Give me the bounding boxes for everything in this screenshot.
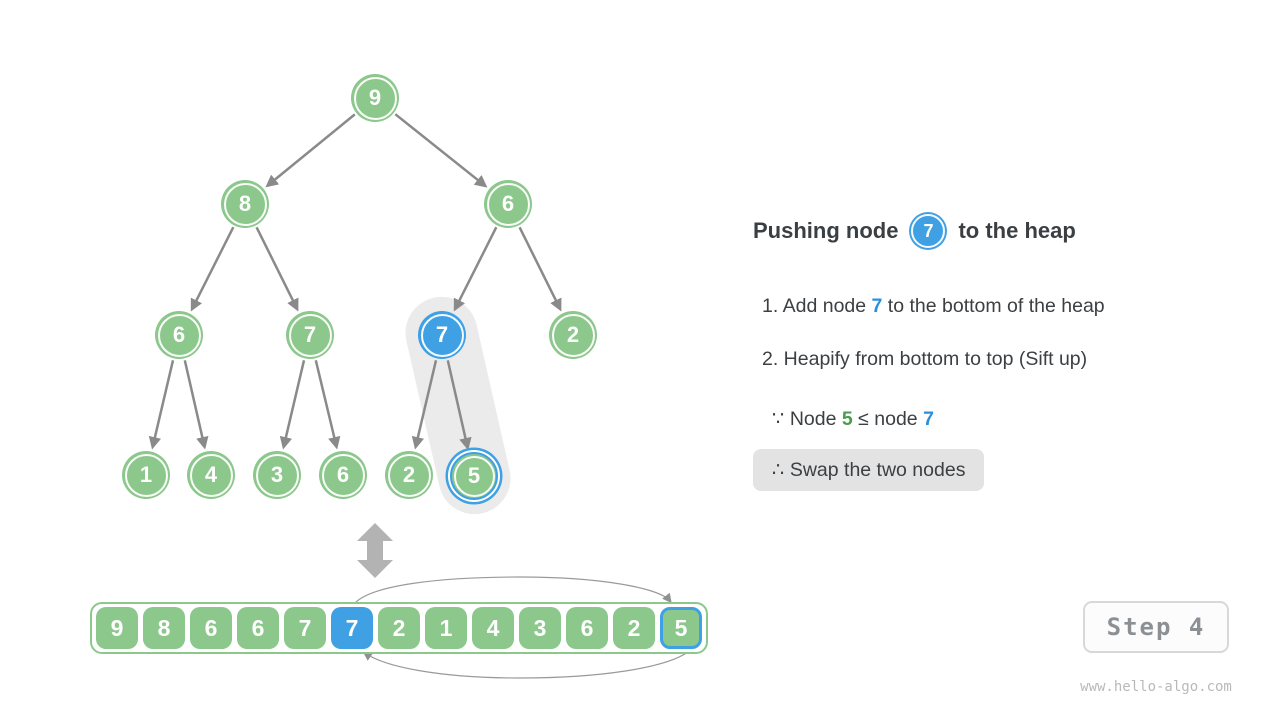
tree-node-value: 8	[238, 191, 252, 216]
array-cell-value: 1	[439, 614, 453, 641]
tree-node: 1	[122, 451, 170, 499]
tree-node-value: 7	[303, 322, 317, 347]
tree-node: 2	[385, 451, 433, 499]
array-cell-value: 9	[110, 614, 124, 641]
tree-node-value: 2	[402, 462, 416, 487]
array-cell-value: 6	[204, 614, 218, 641]
step-item-1-post: to the bottom of the heap	[882, 295, 1105, 317]
heap-array: 9 8 6 6 7 7 2 1 4 3 6 2 5	[90, 602, 708, 654]
step-item-1: 1. Add node 7 to the bottom of the heap	[762, 295, 1105, 318]
because-green-value: 5	[841, 408, 853, 430]
array-cell-value: 6	[251, 614, 265, 641]
array-cell-value: 7	[345, 614, 359, 641]
tree-node-pushed: 7	[418, 311, 466, 359]
array-cell: 8	[143, 607, 185, 649]
tree-node-value: 3	[270, 462, 284, 487]
tree-node-value: 6	[336, 462, 350, 487]
pushed-node-value: 7	[923, 220, 934, 241]
panel-title-post: to the heap	[958, 218, 1076, 243]
panel-title-pre: Pushing node	[753, 218, 899, 243]
array-cell: 6	[237, 607, 279, 649]
array-cell: 6	[190, 607, 232, 649]
step-item-1-pre: 1. Add node	[762, 295, 872, 317]
tree-node-value: 9	[368, 85, 382, 110]
tree-node: 3	[253, 451, 301, 499]
array-cell: 7	[284, 607, 326, 649]
array-cell: 1	[425, 607, 467, 649]
tree-node: 4	[187, 451, 235, 499]
tree-node-swap-target: 5	[450, 452, 498, 500]
because-line: ∵ Node 5 ≤ node 7	[772, 407, 934, 431]
step-indicator-label: Step 4	[1106, 613, 1206, 641]
tree-node-value: 7	[435, 322, 449, 347]
array-cell: 2	[613, 607, 655, 649]
tree-node: 8	[221, 180, 269, 228]
array-cell-value: 7	[298, 614, 312, 641]
tree-node: 6	[484, 180, 532, 228]
array-cell: 9	[96, 607, 138, 649]
watermark: www.hello-algo.com	[1080, 679, 1232, 695]
tree-node: 9	[351, 74, 399, 122]
array-cell-value: 6	[580, 614, 594, 641]
tree-node-value: 2	[566, 322, 580, 347]
tree-array-sync-arrow	[357, 523, 393, 578]
tree-node: 6	[155, 311, 203, 359]
therefore-text: ∴ Swap the two nodes	[772, 459, 966, 481]
array-cell-swap-target: 5	[660, 607, 702, 649]
array-cell-value: 2	[392, 614, 406, 641]
array-cell: 4	[472, 607, 514, 649]
tree-node-value: 6	[501, 191, 515, 216]
step-indicator[interactable]: Step 4	[1083, 601, 1229, 653]
tree-node: 2	[549, 311, 597, 359]
step-item-1-highlight: 7	[871, 295, 883, 317]
tree-edges	[148, 113, 562, 451]
array-cell: 2	[378, 607, 420, 649]
therefore-box: ∴ Swap the two nodes	[753, 449, 985, 491]
pushed-node-badge: 7	[909, 212, 948, 250]
array-cell-value: 8	[157, 614, 171, 641]
array-cell-value: 4	[486, 614, 500, 641]
tree-node-value: 5	[467, 463, 481, 488]
tree-node: 7	[286, 311, 334, 359]
array-cell: 6	[566, 607, 608, 649]
tree-node: 6	[319, 451, 367, 499]
step-item-2: 2. Heapify from bottom to top (Sift up)	[762, 348, 1088, 370]
array-cell-pushed: 7	[331, 607, 373, 649]
panel-title: Pushing node 7 to the heap	[753, 212, 1076, 250]
array-cell-value: 5	[674, 614, 688, 641]
because-pre: ∵ Node	[772, 408, 842, 430]
tree-node-value: 1	[139, 462, 153, 487]
array-cell-value: 2	[627, 614, 641, 641]
tree-node-value: 6	[172, 322, 186, 347]
array-cell: 3	[519, 607, 561, 649]
because-blue-value: 7	[923, 408, 934, 430]
because-mid: ≤ node	[852, 408, 924, 430]
tree-node-value: 4	[204, 462, 218, 487]
array-cell-value: 3	[533, 614, 547, 641]
